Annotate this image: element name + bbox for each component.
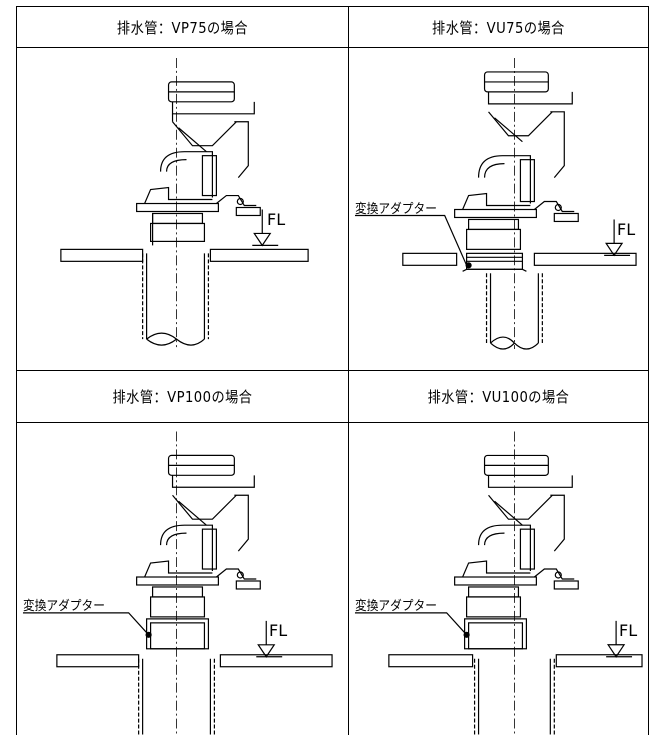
drawing-vp100 — [22, 431, 333, 735]
drawing-vp75 — [60, 57, 309, 348]
header-vp100-label: 排水管：VP100の場合 — [112, 388, 253, 406]
header-vu75-label: 排水管：VU75の場合 — [432, 18, 565, 37]
figure-vu75: 変換アダプター FL — [349, 48, 649, 371]
drawing-vu100 — [354, 431, 643, 735]
figure-vp100: 変換アダプター FL — [17, 423, 349, 735]
header-vp100: 排水管：VP100の場合 — [17, 371, 349, 423]
fl-label-vp75: FL — [267, 210, 286, 229]
drawing-vu75 — [354, 58, 637, 350]
header-vu100: 排水管：VU100の場合 — [349, 371, 649, 423]
fl-label-vu100: FL — [619, 621, 638, 640]
figure-vp75: FL — [17, 48, 349, 371]
adapter-callout-vu100: 変換アダプター — [355, 599, 437, 614]
header-vp75-label: 排水管：VP75の場合 — [116, 18, 249, 37]
adapter-callout-vu75: 変換アダプター — [355, 202, 437, 217]
adapter-callout-vp100: 変換アダプター — [23, 599, 105, 614]
diagram-table: 排水管：VP75の場合 排水管：VU75の場合 — [16, 6, 649, 735]
header-vu75: 排水管：VU75の場合 — [349, 7, 649, 48]
fl-label-vu75: FL — [617, 220, 636, 239]
header-vp75: 排水管：VP75の場合 — [17, 7, 349, 48]
fl-label-vp100: FL — [269, 621, 288, 640]
header-vu100-label: 排水管：VU100の場合 — [427, 388, 570, 406]
figure-vu100: 変換アダプター FL — [349, 423, 649, 735]
